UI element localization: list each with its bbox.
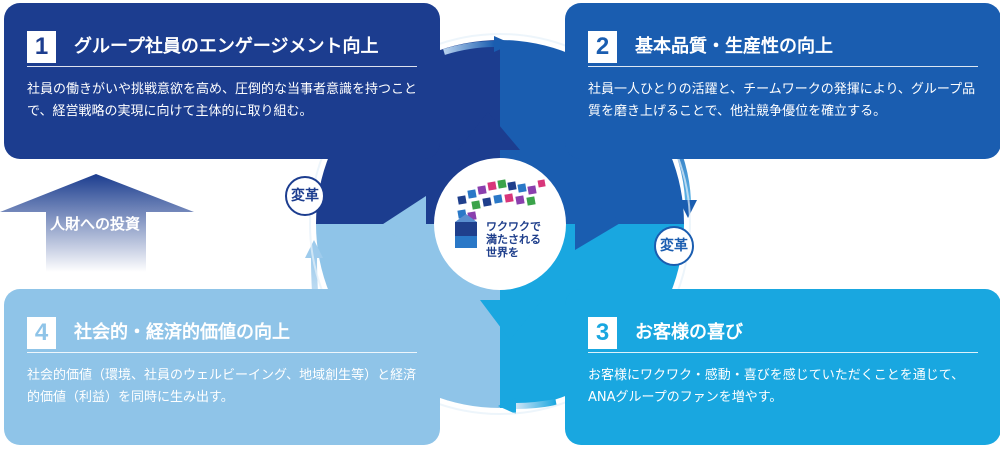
- investment-label: 人財への投資: [50, 215, 141, 233]
- card-4-divider: [27, 352, 417, 353]
- card-4: 4 社会的・経済的価値の向上 社会的価値（環境、社員のウェルビーイング、地域創生…: [4, 289, 440, 445]
- ring-arrowhead-right: [679, 200, 697, 218]
- card-1-number: 1: [27, 31, 56, 63]
- ring-arrowhead-bottom: [498, 398, 516, 414]
- logo-line-1: ワクワクで: [486, 220, 541, 233]
- ring-arrow-bottom: [515, 399, 557, 409]
- transform-badge-right: 変革: [654, 226, 694, 266]
- card-3-divider: [588, 352, 978, 353]
- transform-badge-right-label: 変革: [660, 238, 688, 254]
- transform-badge-left-label: 変革: [291, 188, 319, 204]
- logo-mosaic-icon: [455, 179, 546, 248]
- card-1-title: グループ社員のエンゲージメント向上: [74, 36, 379, 57]
- transform-badge-left: 変革: [285, 176, 325, 216]
- pointer-q2: [575, 190, 622, 250]
- card-1: 1 グループ社員のエンゲージメント向上 社員の働きがいや挑戦意欲を高め、圧倒的な…: [4, 3, 440, 159]
- pointer-q3: [480, 300, 542, 340]
- card-4-title: 社会的・経済的価値の向上: [74, 322, 290, 343]
- card-4-body: 社会的価値（環境、社員のウェルビーイング、地域創生等）と経済的価値（利益）を同時…: [27, 368, 417, 405]
- investment-arrow-icon: [0, 174, 194, 272]
- ring-arrow-top: [443, 41, 495, 55]
- pointer-q1: [458, 112, 520, 150]
- card-2: 2 基本品質・生産性の向上 社員一人ひとりの活躍と、チームワークの発揮により、グ…: [565, 3, 1000, 159]
- card-1-body: 社員の働きがいや挑戦意欲を高め、圧倒的な当事者意識を持つことで、経営戦略の実現に…: [27, 82, 418, 119]
- card-2-number: 2: [588, 31, 617, 63]
- card-2-body: 社員一人ひとりの活躍と、チームワークの発揮により、グループ品質を磨き上げることで…: [588, 82, 976, 119]
- card-1-divider: [27, 66, 417, 67]
- logo-line-3: 世界を: [486, 246, 519, 259]
- card-4-number: 4: [27, 317, 56, 349]
- card-3-body: お客様にワクワク・感動・喜びを感じていただくことを通じて、ANAグループのファン…: [588, 368, 965, 405]
- pointer-q4: [380, 196, 426, 256]
- ring-arrowhead-top: [494, 36, 512, 52]
- card-2-divider: [588, 66, 978, 67]
- card-3-number: 3: [588, 317, 617, 349]
- card-2-title: 基本品質・生産性の向上: [635, 36, 833, 57]
- ring-arrowhead-left: [305, 240, 323, 258]
- card-3-title: お客様の喜び: [635, 322, 743, 343]
- card-3: 3 お客様の喜び お客様にワクワク・感動・喜びを感じていただくことを通じて、AN…: [565, 289, 1000, 445]
- logo-line-2: 満たされる: [486, 233, 541, 246]
